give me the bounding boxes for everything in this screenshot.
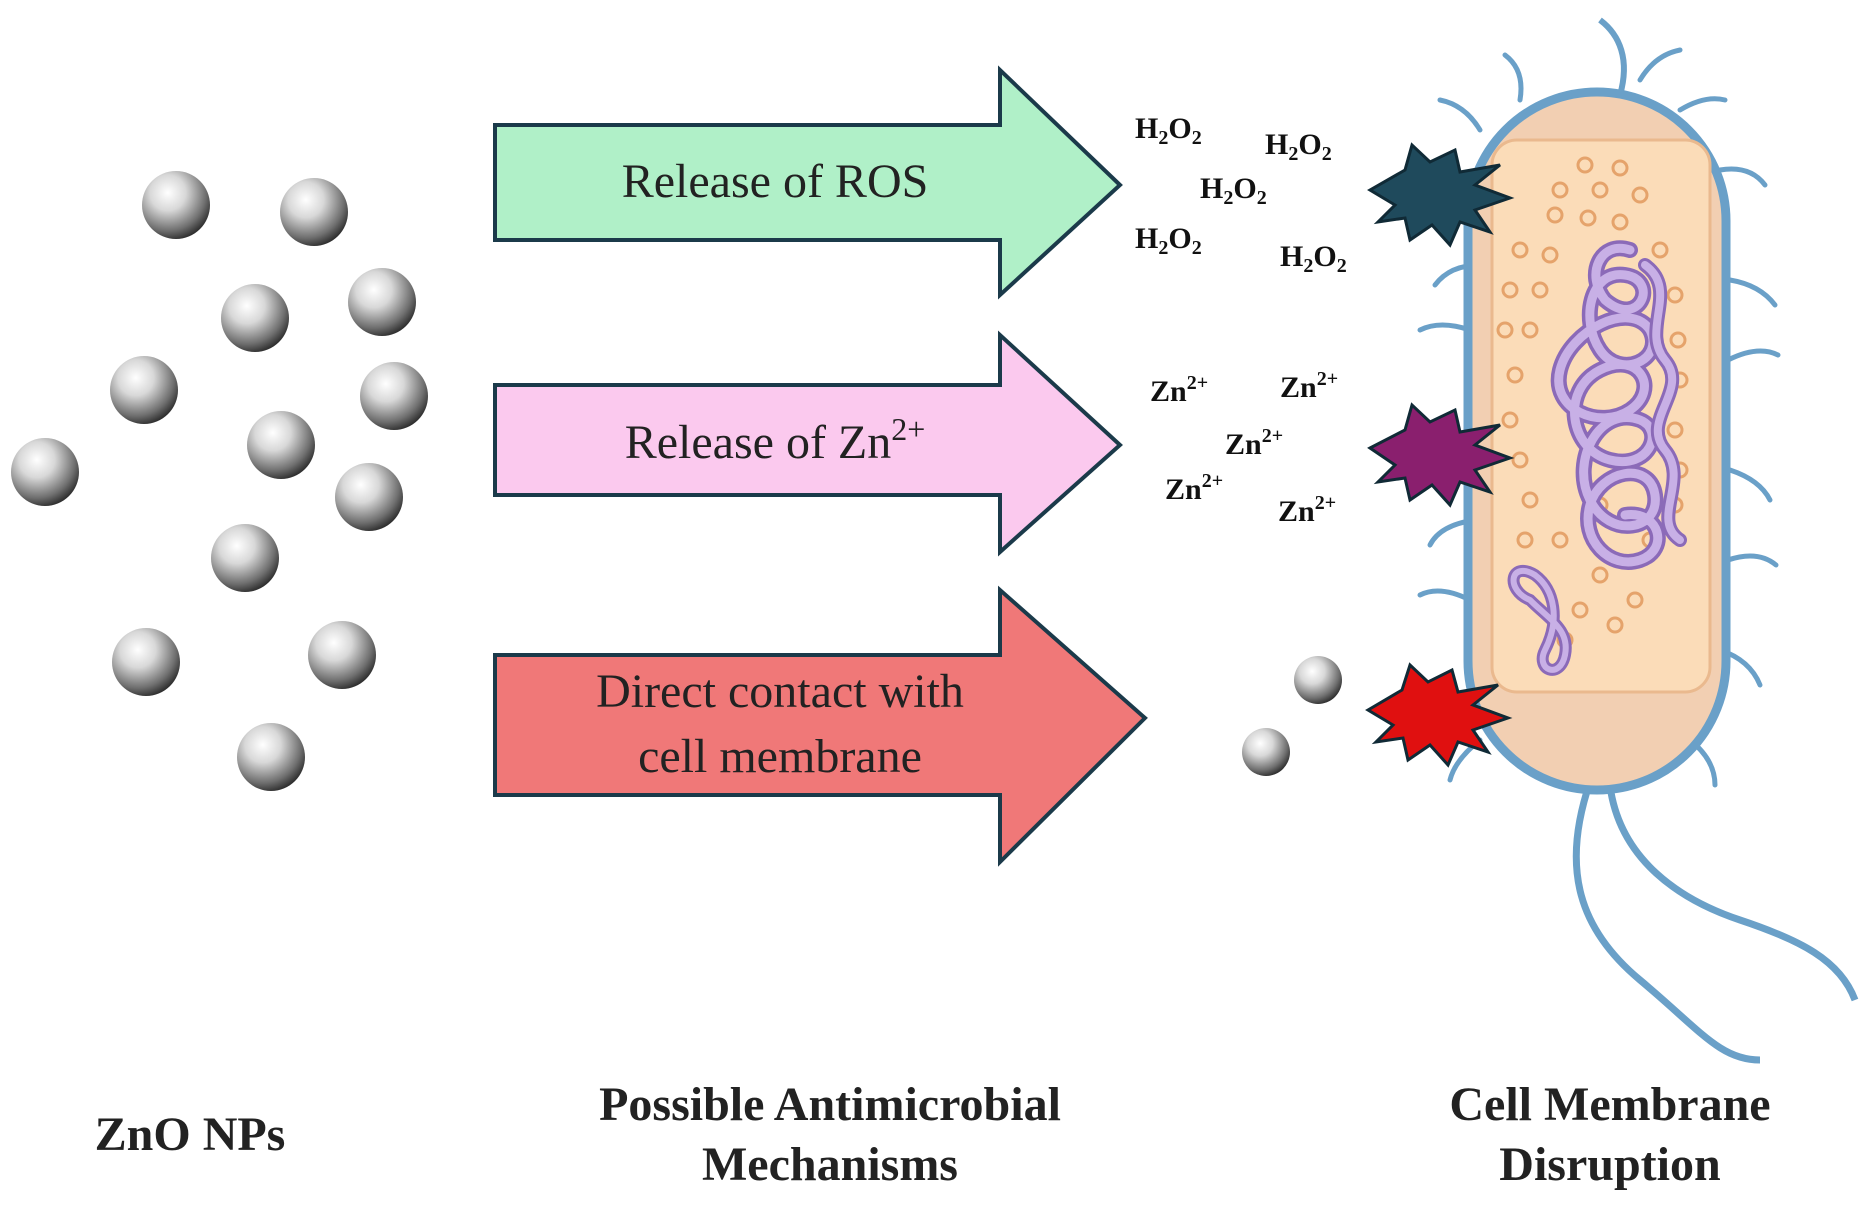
ribosome-dot — [1669, 331, 1687, 349]
membrane-damage-burst-contact — [1365, 662, 1513, 768]
arrow-release-zn — [493, 330, 1123, 557]
zno-nanoparticle-contact — [1242, 728, 1290, 776]
zno-nanoparticle — [142, 171, 210, 239]
zinc-ion-label: Zn2+ — [1165, 470, 1224, 506]
zno-nps-label: ZnO NPs — [94, 1108, 286, 1161]
ribosome-dot — [1511, 451, 1529, 469]
zinc-ion-label: Zn2+ — [1150, 372, 1209, 408]
ribosome-dot — [1666, 421, 1684, 439]
hydrogen-peroxide-label: H2O2 — [1135, 222, 1202, 259]
zno-nanoparticle — [112, 628, 180, 696]
ribosome-dot — [1496, 321, 1514, 339]
mechanisms-label: Possible Antimicrobial Mechanisms — [599, 1078, 1061, 1191]
dna-nucleoid — [1507, 240, 1687, 676]
ribosome-dot — [1546, 206, 1564, 224]
zinc-ion-label: Zn2+ — [1280, 368, 1339, 404]
ribosome-dot — [1591, 566, 1609, 584]
zno-nanoparticle — [360, 362, 428, 430]
ribosome-dot — [1501, 411, 1519, 429]
ribosome-dot — [1506, 366, 1524, 384]
arrow-contact-label: Direct contact with cell membrane — [596, 665, 964, 783]
zno-nanoparticle — [237, 723, 305, 791]
zno-nanoparticle-contact — [1294, 656, 1342, 704]
zno-nanoparticle — [308, 621, 376, 689]
zno-nanoparticle — [11, 438, 79, 506]
zno-nanoparticle — [110, 356, 178, 424]
ribosome-dot — [1551, 531, 1569, 549]
ribosome-dot — [1611, 159, 1629, 177]
zinc-ion-label: Zn2+ — [1278, 492, 1337, 528]
zno-nanoparticle — [211, 524, 279, 592]
ribosome-dot — [1631, 186, 1649, 204]
ribosome-dot — [1511, 241, 1529, 259]
bacterium-cell — [1417, 17, 1859, 1064]
hydrogen-peroxide-label: H2O2 — [1265, 128, 1332, 165]
zno-nanoparticle-cluster — [11, 171, 428, 791]
zno-nanoparticle — [348, 268, 416, 336]
cell-membrane-disruption-label: Cell Membrane Disruption — [1449, 1078, 1771, 1191]
zno-nanoparticle — [335, 463, 403, 531]
membrane-damage-burst-ros — [1367, 142, 1515, 248]
ribosome-dot — [1521, 321, 1539, 339]
ribosome-dot — [1521, 491, 1539, 509]
flagellum — [1598, 17, 1627, 96]
ribosome-dot — [1571, 601, 1589, 619]
ribosome-dot — [1591, 181, 1609, 199]
ribosome-dot — [1501, 281, 1519, 299]
zno-nanoparticle — [247, 411, 315, 479]
ribosome-dot — [1626, 591, 1644, 609]
membrane-damage-burst-zn — [1367, 402, 1515, 508]
ribosome-dot — [1531, 281, 1549, 299]
ribosome-dot — [1666, 286, 1684, 304]
flagellum — [1606, 785, 1859, 1002]
ribosome-dot — [1551, 181, 1569, 199]
arrow-release-ros — [493, 65, 1123, 300]
ribosome-dot — [1611, 213, 1629, 231]
arrow-zn-label: Release of Zn2+ — [624, 411, 926, 469]
ribosome-dot — [1651, 241, 1669, 259]
ribosome-dot — [1579, 209, 1597, 227]
zinc-ion-label: Zn2+ — [1225, 425, 1284, 461]
ribosome-dot — [1541, 246, 1559, 264]
arrow-ros-label: Release of ROS — [621, 155, 929, 208]
hydrogen-peroxide-label: H2O2 — [1280, 240, 1347, 277]
zno-nanoparticle — [221, 284, 289, 352]
ribosome-dot — [1606, 616, 1624, 634]
zno-nanoparticle — [280, 178, 348, 246]
arrow-direct-contact — [493, 585, 1148, 867]
ribosome-dot — [1516, 531, 1534, 549]
ribosome-dot — [1576, 156, 1594, 174]
flagellum — [1572, 780, 1761, 1064]
hydrogen-peroxide-label: H2O2 — [1135, 112, 1202, 149]
hydrogen-peroxide-label: H2O2 — [1200, 172, 1267, 209]
